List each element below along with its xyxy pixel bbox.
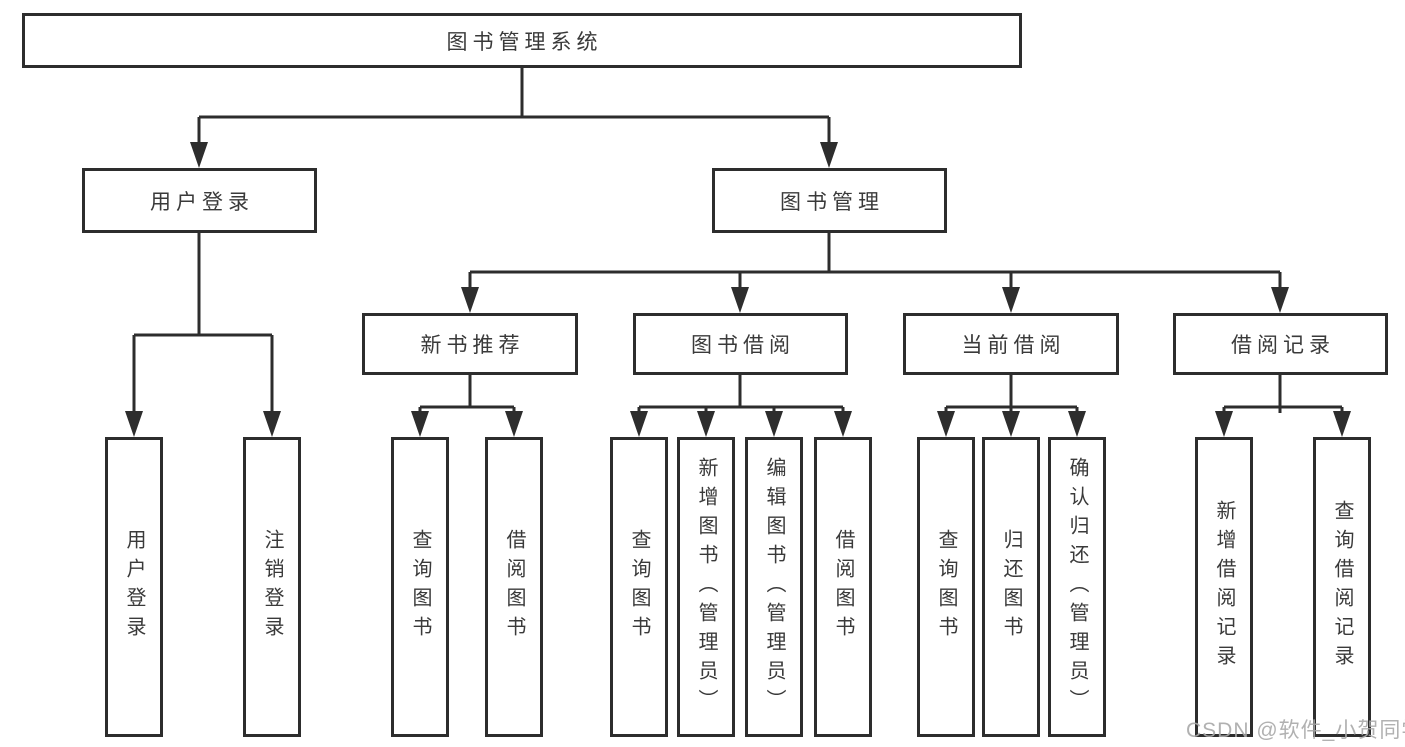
edge-root-to-level2 — [197, 68, 831, 143]
arrowheads-leaves — [125, 411, 1351, 437]
node-label: 注销登录 — [261, 529, 283, 645]
node-label: 新增借阅记录 — [1213, 500, 1235, 674]
leaf-edit-books-admin: 编辑图书（管理员） — [745, 437, 803, 737]
leaf-query-books-current: 查询图书 — [917, 437, 975, 737]
node-label: 查询图书 — [409, 529, 431, 645]
node-label: 图书管理 — [780, 190, 884, 214]
leaf-query-books-recommendation: 查询图书 — [391, 437, 449, 737]
leaf-query-books-borrowing: 查询图书 — [610, 437, 668, 737]
node-new-book-recommendation: 新书推荐 — [362, 313, 578, 375]
node-label: 确认归还（管理员） — [1066, 456, 1088, 718]
node-label: 当前借阅 — [961, 334, 1066, 357]
leaf-confirm-return-admin: 确认归还（管理员） — [1048, 437, 1106, 737]
edge-user-login-split — [132, 233, 274, 412]
node-label: 查询图书 — [628, 529, 650, 645]
leaf-query-borrow-record: 查询借阅记录 — [1313, 437, 1371, 737]
node-label: 图书管理系统 — [446, 30, 603, 54]
node-label: 用户登录 — [150, 190, 254, 214]
leaf-borrow-books-borrowing: 借阅图书 — [814, 437, 872, 737]
node-label: 借阅图书 — [832, 529, 854, 645]
edge-book-borrowing-split — [637, 375, 845, 413]
node-label: 查询图书 — [935, 529, 957, 645]
node-book-management: 图书管理 — [712, 168, 947, 233]
node-label: 借阅图书 — [503, 529, 525, 645]
arrowheads-level2 — [190, 142, 838, 168]
node-label: 归还图书 — [1000, 529, 1022, 645]
edge-current-borrowing-split — [944, 375, 1079, 413]
arrowheads-level3 — [461, 287, 1289, 313]
node-label: 图书借阅 — [691, 334, 795, 357]
leaf-return-books: 归还图书 — [982, 437, 1040, 737]
leaf-logout: 注销登录 — [243, 437, 301, 737]
leaf-borrow-books-recommendation: 借阅图书 — [485, 437, 543, 737]
node-label: 新书推荐 — [420, 334, 525, 357]
edge-book-management-split — [468, 233, 1282, 288]
edge-borrowing-records-split — [1222, 375, 1344, 413]
node-label: 借阅记录 — [1231, 334, 1335, 357]
leaf-add-borrow-record: 新增借阅记录 — [1195, 437, 1253, 737]
node-user-login: 用户登录 — [82, 168, 317, 233]
node-library-management-system: 图书管理系统 — [22, 13, 1022, 68]
node-current-borrowing: 当前借阅 — [903, 313, 1119, 375]
leaf-add-books-admin: 新增图书（管理员） — [677, 437, 735, 737]
csdn-watermark: CSDN @软件_小贺同学 — [1186, 719, 1405, 742]
leaf-user-login: 用户登录 — [105, 437, 163, 737]
edge-new-book-split — [418, 375, 516, 413]
node-label: 编辑图书（管理员） — [763, 456, 785, 718]
node-label: 用户登录 — [123, 529, 145, 645]
node-label: 查询借阅记录 — [1331, 500, 1353, 674]
node-book-borrowing: 图书借阅 — [633, 313, 848, 375]
node-label: 新增图书（管理员） — [695, 456, 717, 718]
node-borrowing-records: 借阅记录 — [1173, 313, 1388, 375]
